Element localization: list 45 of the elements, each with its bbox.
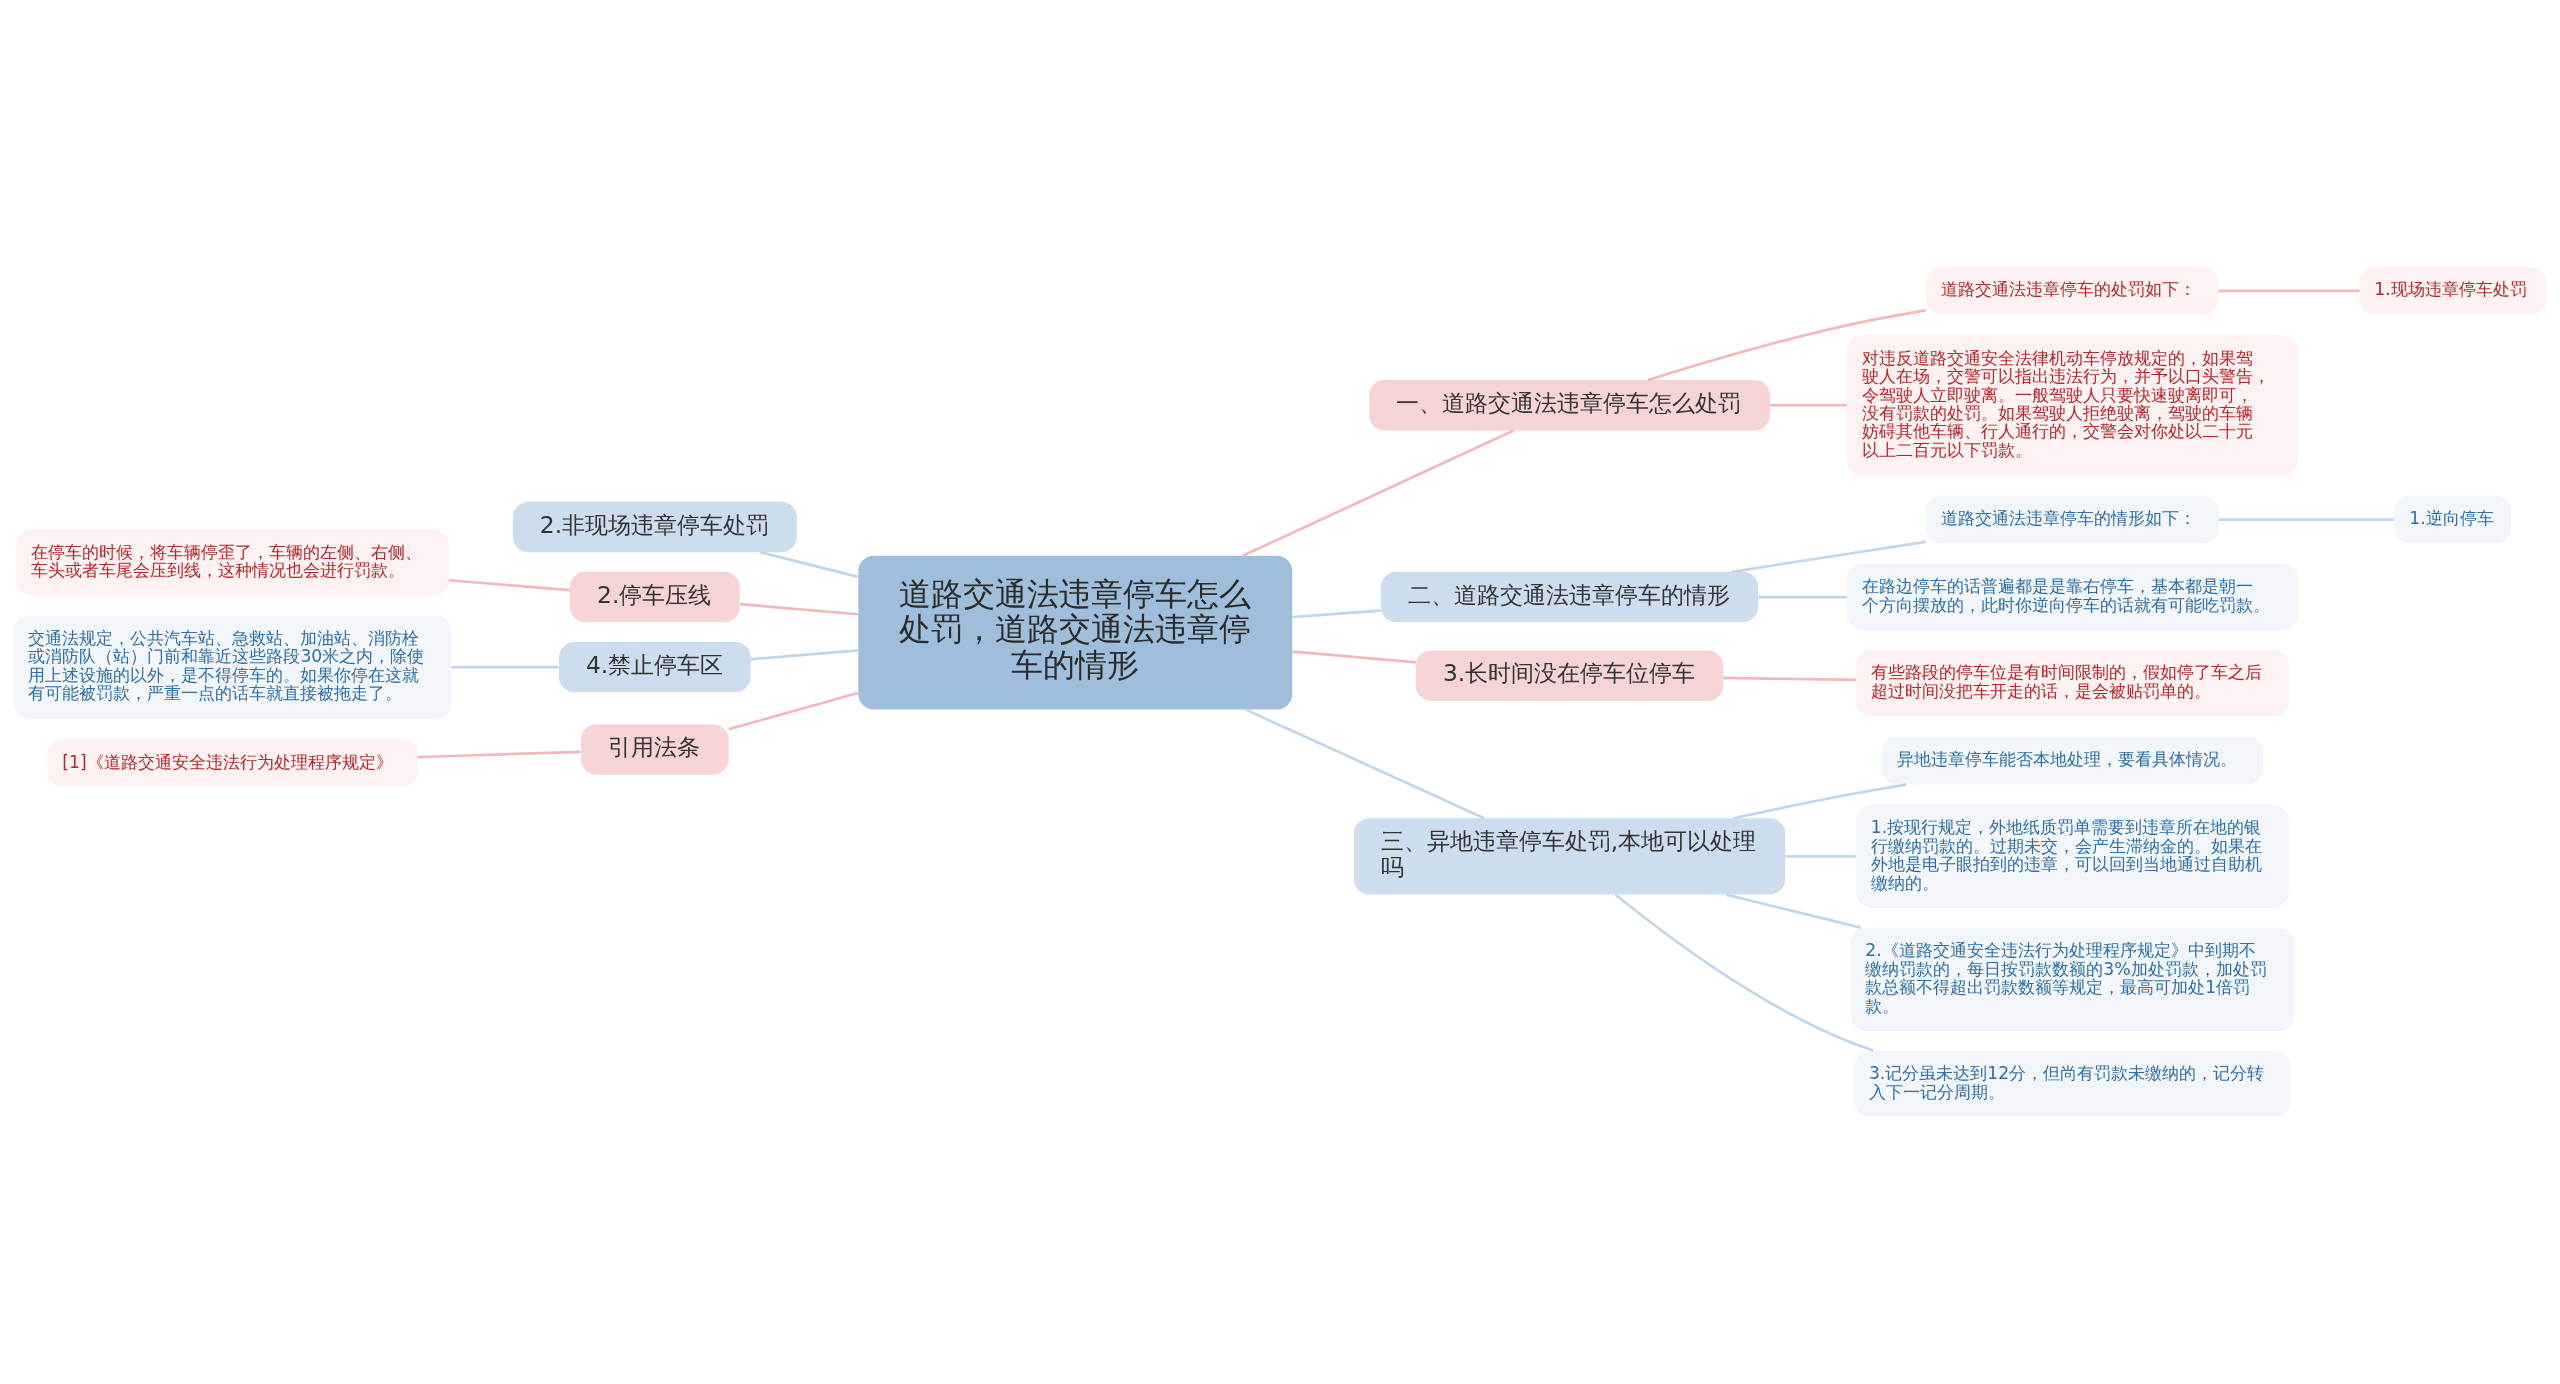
- connector: [1244, 708, 1485, 820]
- connector: [2218, 518, 2395, 521]
- node-box: 道路交通法违章停车的处罚如下：: [1926, 266, 2219, 315]
- node-box: 3.长时间没在停车位停车: [1415, 650, 1724, 701]
- node-box: 引用法条: [581, 724, 729, 775]
- connector: [1647, 309, 1927, 382]
- connector: [1785, 855, 1856, 858]
- node-box: 异地违章停车能否本地处理，要看具体情况。: [1881, 736, 2263, 785]
- connector: [740, 602, 859, 616]
- connector: [448, 578, 570, 592]
- node-box: 在路边停车的话普遍都是是靠右停车，基本都是朝一个方向摆放的，此时你逆向停车的话就有可能吃罚款。: [1846, 563, 2298, 631]
- node-box: 道路交通法违章停车怎么处罚，道路交通法违章停车的情形: [858, 555, 1293, 710]
- node-box: 2.《道路交通安全违法行为处理程序规定》中到期不缴纳罚款的，每日按罚款数额的3%加处罚款，加处罚款总额不得超出罚款数额等规定，最高可加处1倍罚款。: [1850, 927, 2295, 1031]
- connector: [2218, 289, 2360, 293]
- node-box: 1.现场违章停车处罚: [2359, 266, 2547, 315]
- node-box: 对违反道路交通安全法律机动车停放规定的，如果驾驶人在场，交警可以指出违法行为，并予以口头警告，令驾驶人立即驶离。一般驾驶人只要快速驶离即可，没有罚款的处罚。如果驾驶人拒绝驶离，驾驶的车辆妨碍其他车辆、行人通行的，交警会对你处以二十元以上二百元以下罚款。: [1846, 335, 2298, 476]
- connector: [1733, 783, 1907, 820]
- node-box: 二、道路交通法违章停车的情形: [1380, 571, 1759, 623]
- node-box: 交通法规定，公共汽车站、急救站、加油站、消防栓或消防队（站）门前和靠近这些路段30米之内，除使用上述设施的以外，是不得停车的。如果你停在这就有可能被罚款，严重一点的话车就直接被拖走了。: [13, 615, 452, 719]
- connector: [1292, 650, 1416, 664]
- connector: [451, 665, 559, 669]
- connector: [1731, 540, 1926, 574]
- node-box: 3.记分虽未达到12分，但尚有罚款未缴纳的，记分转入下一记分周期。: [1854, 1050, 2291, 1118]
- connector: [1758, 595, 1847, 599]
- node-box: 1.逆向停车: [2394, 495, 2512, 544]
- node-box: 在停车的时候，将车辆停歪了，车辆的左侧、右侧、车头或者车尾会压到线，这种情况也会进行罚款。: [16, 529, 449, 596]
- connector: [1242, 429, 1515, 558]
- node-box: 有些路段的停车位是有时间限制的，假如停了车之后超过时间没把车开走的话，是会被贴罚单的。: [1856, 649, 2289, 717]
- node-box: [1]《道路交通安全违法行为处理程序规定》: [47, 739, 418, 787]
- node-box: 一、道路交通法违章停车怎么处罚: [1369, 380, 1770, 431]
- node-box: 道路交通法违章停车的情形如下：: [1926, 495, 2219, 544]
- node-box: 2.停车压线: [570, 571, 740, 623]
- node-box: 4.禁止停车区: [558, 641, 751, 693]
- connector: [1723, 676, 1856, 682]
- connector: [750, 649, 859, 661]
- connector: [1614, 893, 1874, 1052]
- connector: [759, 550, 859, 579]
- connector: [1769, 403, 1847, 407]
- connector: [1292, 609, 1381, 619]
- node-box: 1.按现行规定，外地纸质罚单需要到违章所在地的银行缴纳罚款的。过期未交，会产生滞纳金的。如果在外地是电子眼拍到的违章，可以回到当地通过自助机缴纳的。: [1856, 804, 2289, 909]
- connector: [417, 750, 581, 759]
- connector: [1725, 893, 1862, 929]
- node-box: 2.非现场违章停车处罚: [512, 501, 797, 553]
- node-box: 三、异地违章停车处罚,本地可以处理吗: [1353, 818, 1786, 895]
- connector: [728, 691, 859, 731]
